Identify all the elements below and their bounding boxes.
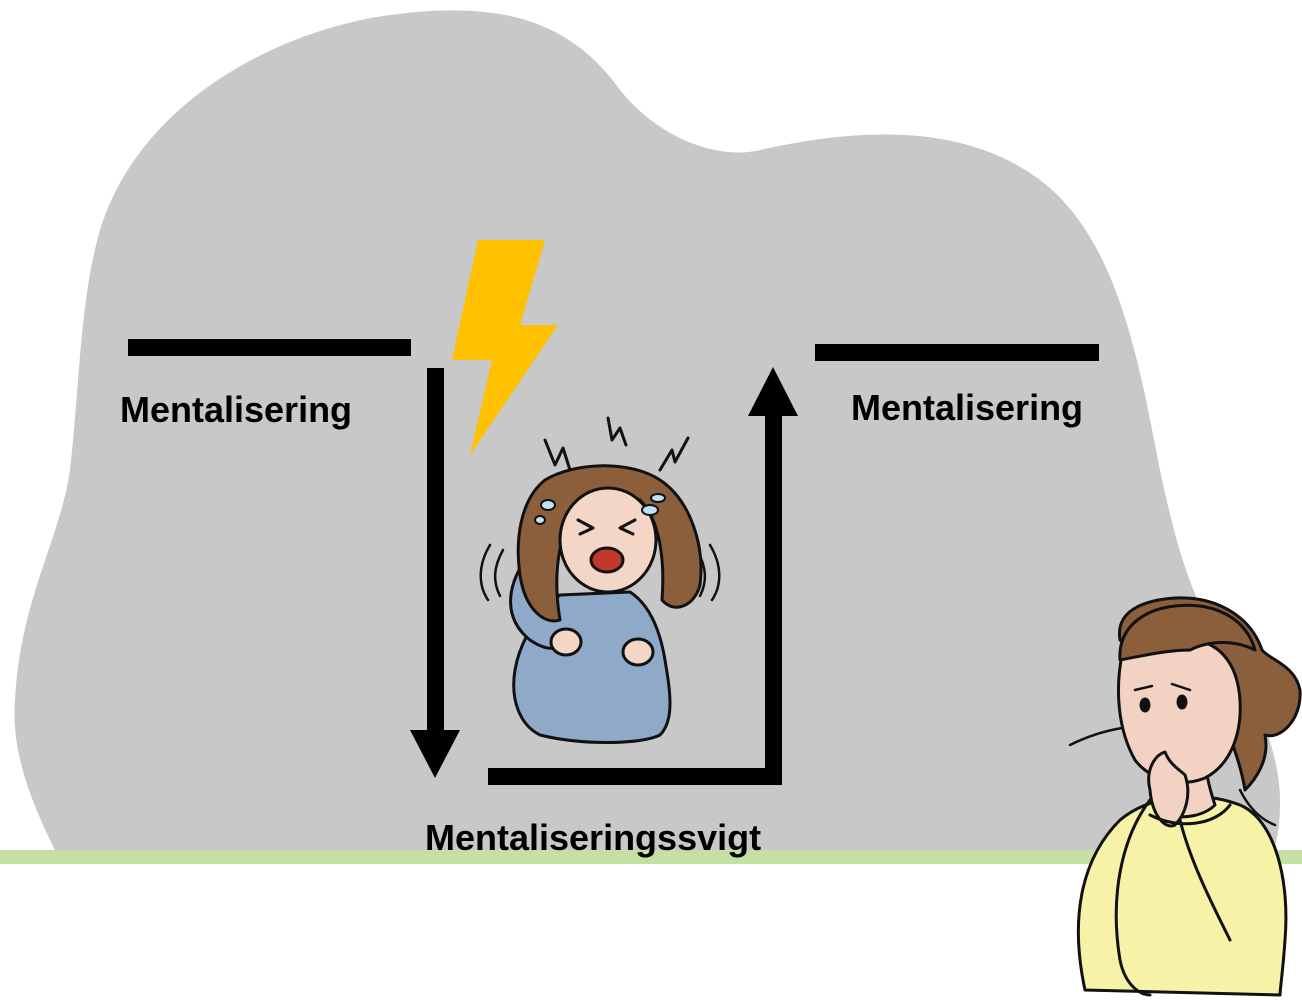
angry-crying-girl <box>479 416 721 744</box>
bottom-level-line <box>488 768 782 785</box>
right-level-line <box>815 344 1099 361</box>
label-mentalisering-left: Mentalisering <box>120 389 353 430</box>
lightning-bolt-icon <box>452 240 558 455</box>
up-arrow-head <box>748 367 798 416</box>
background-blob <box>14 10 1280 861</box>
ground-line <box>0 850 1302 864</box>
thinking-woman <box>1068 596 1302 997</box>
down-arrow-head <box>410 730 460 778</box>
label-mentalisering-right: Mentalisering <box>851 387 1084 428</box>
label-mentaliseringssvigt: Mentaliseringssvigt <box>425 817 762 858</box>
left-level-line <box>128 339 411 356</box>
up-arrow-shaft <box>765 412 782 785</box>
down-arrow-shaft <box>427 368 444 733</box>
